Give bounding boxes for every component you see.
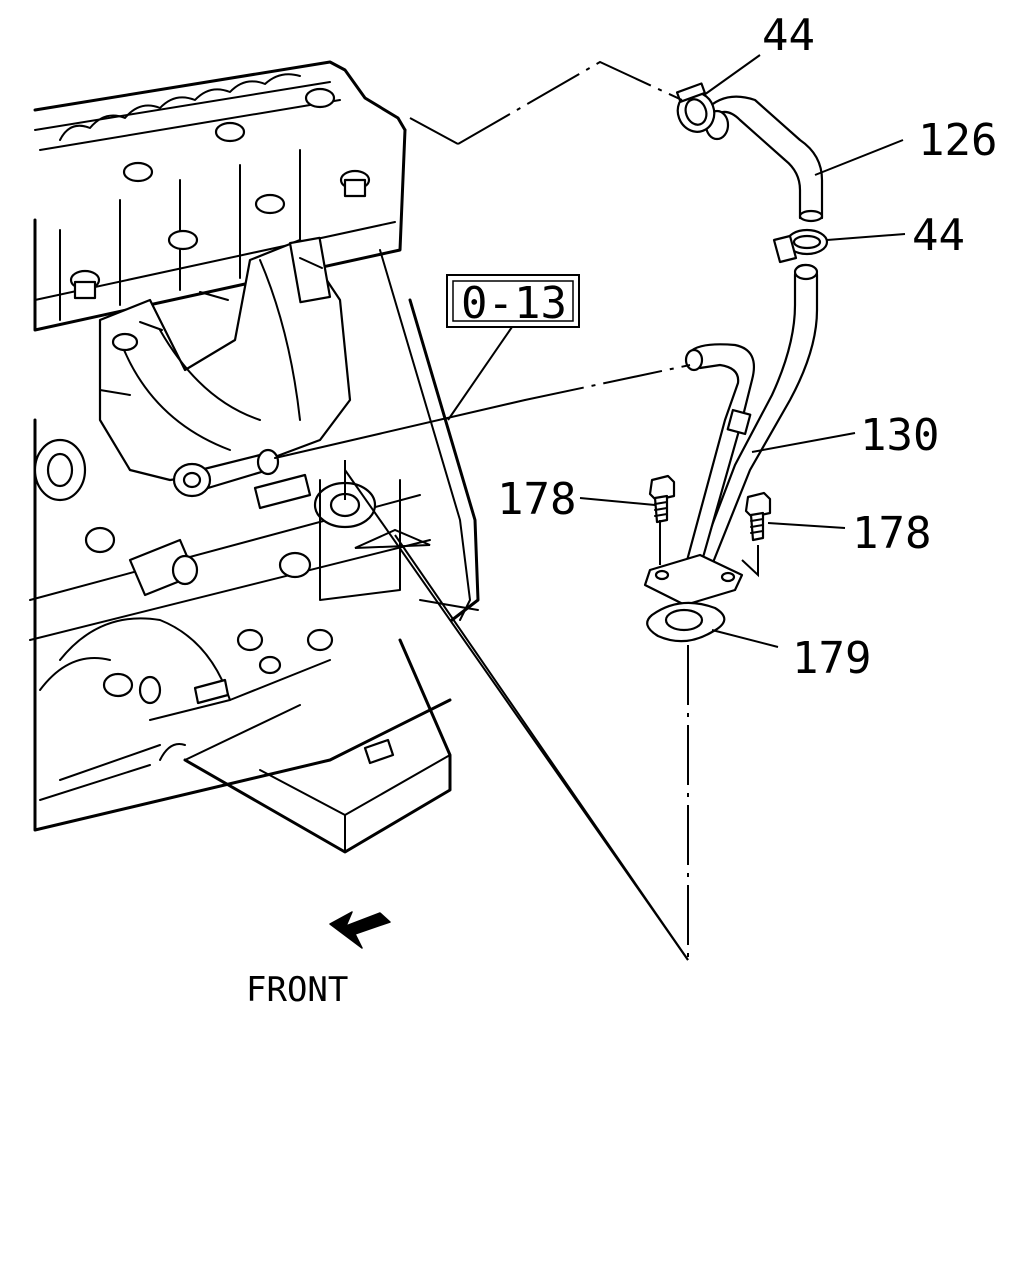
bolt-178-left (648, 474, 676, 524)
front-label: FRONT (246, 970, 348, 1010)
hose-clamp-lower (772, 228, 829, 264)
callout-130: 130 (860, 410, 939, 461)
hose-clamp-upper (675, 82, 716, 133)
head-bolt (69, 87, 371, 300)
leader-lines (344, 54, 906, 961)
callout-44-lower: 44 (912, 210, 965, 261)
front-direction-indicator: FRONT (246, 911, 391, 1010)
callout-44-upper: 44 (762, 10, 815, 61)
callout-ref-0-13: 0-13 (461, 278, 567, 329)
hose-126 (704, 95, 824, 223)
dipstick-tube (172, 399, 526, 498)
exhaust-manifold (98, 236, 352, 482)
callout-179: 179 (792, 633, 871, 684)
gasket-179 (646, 601, 726, 643)
callout-178-right: 178 (852, 508, 931, 559)
front-arrow-icon (329, 911, 391, 949)
bolt-178-right (744, 491, 772, 542)
oil-pan (183, 638, 452, 854)
engine-block (29, 60, 526, 854)
water-pipe-130 (643, 263, 819, 607)
reference-box-0-13: 0-13 (446, 274, 580, 329)
callout-178-left: 178 (497, 474, 576, 525)
callout-126: 126 (918, 115, 997, 166)
